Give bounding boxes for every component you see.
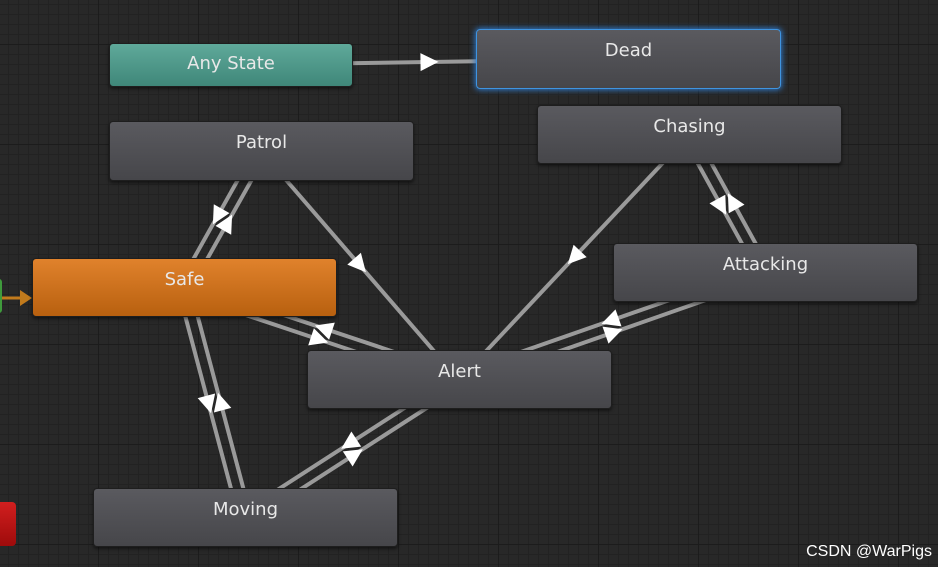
state-alert[interactable]: Alert — [307, 350, 612, 409]
state-moving[interactable]: Moving — [93, 488, 398, 547]
entry-node[interactable] — [0, 279, 2, 313]
exit-node[interactable] — [0, 502, 16, 546]
state-label: Moving — [212, 499, 279, 520]
state-dead[interactable]: Dead — [476, 29, 781, 89]
state-label: Any State — [187, 53, 275, 74]
transition-arrowhead — [197, 393, 216, 414]
transition-arrowhead — [213, 392, 232, 413]
state-attacking[interactable]: Attacking — [613, 243, 918, 302]
state-label: Attacking — [722, 254, 809, 275]
transition-arrowhead — [601, 309, 622, 327]
transition-arrowhead — [420, 53, 439, 72]
state-label: Alert — [438, 361, 481, 382]
state-label: Chasing — [653, 116, 726, 137]
entry-transition-arrow — [2, 290, 32, 306]
transition-arrowhead — [215, 214, 233, 235]
state-label: Dead — [604, 40, 653, 61]
transition-arrowhead — [342, 449, 363, 467]
state-label: Safe — [164, 269, 205, 290]
transition-arrowhead — [602, 326, 623, 344]
transition-arrowhead — [567, 244, 587, 265]
transition-arrowhead — [314, 322, 335, 340]
transition-arrowhead — [727, 193, 745, 214]
state-safe[interactable]: Safe — [32, 258, 337, 317]
state-patrol[interactable]: Patrol — [109, 121, 414, 181]
transition-arrowhead — [709, 194, 727, 215]
state-any-state[interactable]: Any State — [109, 43, 353, 87]
transition-arrowhead — [212, 204, 230, 225]
transition-arrowhead — [341, 431, 362, 449]
transition-arrowhead — [347, 252, 366, 273]
state-chasing[interactable]: Chasing — [537, 105, 842, 164]
state-label: Patrol — [235, 132, 288, 153]
watermark: CSDN @WarPigs — [806, 543, 932, 560]
transition-arrowhead — [308, 328, 329, 346]
